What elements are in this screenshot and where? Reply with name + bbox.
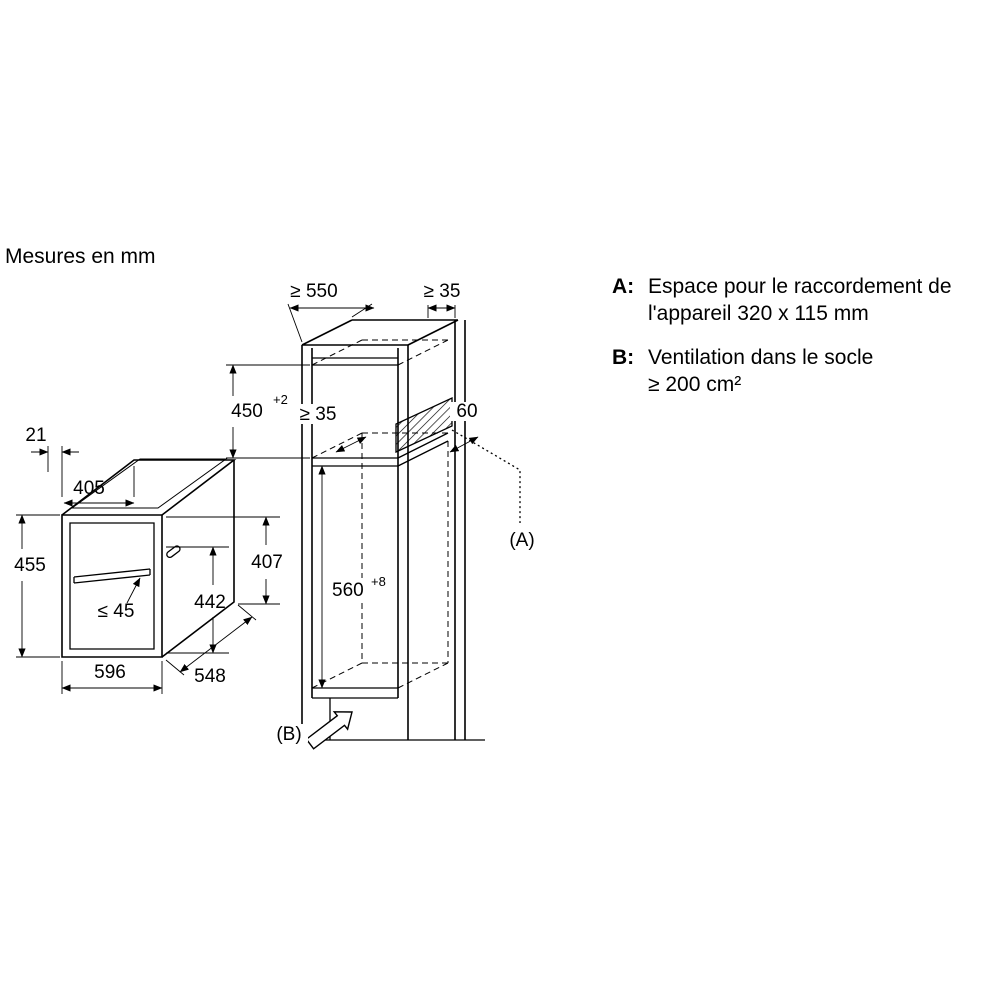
callout-a-label: (A) <box>509 530 534 551</box>
cabinet-dimension-lines <box>226 303 479 689</box>
label-backplate <box>270 724 308 742</box>
dim-21-label: 21 <box>25 425 46 446</box>
dim-407-label: 407 <box>251 552 283 573</box>
oven-top-face <box>61 459 237 516</box>
units-note: Mesures en mm <box>5 245 156 268</box>
dim-442-label: 442 <box>194 592 226 613</box>
label-backplate <box>294 404 342 424</box>
dim-35-inner-label: ≥ 35 <box>300 404 337 425</box>
legend-b-line1: Ventilation dans le socle <box>648 346 873 369</box>
dim-60-label: 60 <box>456 401 477 422</box>
cabinet-dimension-labels: ≥ 550 ≥ 35 450 +2 ≥ 35 60 560 +8 (A) (B) <box>231 281 535 745</box>
legend: A: Espace pour le raccordement de l'appa… <box>612 275 952 396</box>
legend-b-key: B: <box>612 346 634 369</box>
ventilation-arrow <box>305 711 353 750</box>
oven-dimension-labels: 455 21 405 442 407 ≤ 45 596 548 <box>14 425 283 687</box>
oven-dimension-lines <box>16 446 280 694</box>
oven-front-face <box>61 514 163 658</box>
oven-side-face <box>161 460 235 658</box>
legend-a-line2: l'appareil 320 x 115 mm <box>648 302 869 325</box>
rear-wall <box>454 320 466 740</box>
label-backplate <box>450 402 484 421</box>
dim-548-label: 548 <box>194 666 226 687</box>
dim-450-tolerance: +2 <box>273 392 288 407</box>
oven-handle <box>73 568 151 584</box>
niche-bottom-shelf <box>312 432 449 467</box>
callout-b-label: (B) <box>276 724 301 745</box>
cabinet-bottom-panel <box>312 687 398 699</box>
dim-450-label: 450 <box>231 401 263 422</box>
dim-405-label: 405 <box>73 478 105 499</box>
oven-top-inset <box>70 458 228 509</box>
dim-596-label: 596 <box>94 662 126 683</box>
dim-35-top-label: ≥ 35 <box>424 281 461 302</box>
cabinet-top-face <box>301 319 459 346</box>
connection-space-hatch <box>395 396 453 454</box>
legend-a-line1: Espace pour le raccordement de <box>648 275 952 298</box>
dim-455-label: 455 <box>14 555 46 576</box>
dim-45-label: ≤ 45 <box>98 601 135 622</box>
dim-560-tolerance: +8 <box>371 574 386 589</box>
cabinet-drawing <box>280 319 485 741</box>
legend-a-key: A: <box>612 275 634 298</box>
cabinet-hidden-edges <box>311 339 449 689</box>
connection-leader-line <box>451 429 521 523</box>
dim-550-label: ≥ 550 <box>290 281 337 302</box>
legend-b-line2: ≥ 200 cm² <box>648 373 741 396</box>
oven-door <box>69 522 155 650</box>
label-backplate <box>328 578 390 602</box>
dim-560-label: 560 <box>332 580 364 601</box>
